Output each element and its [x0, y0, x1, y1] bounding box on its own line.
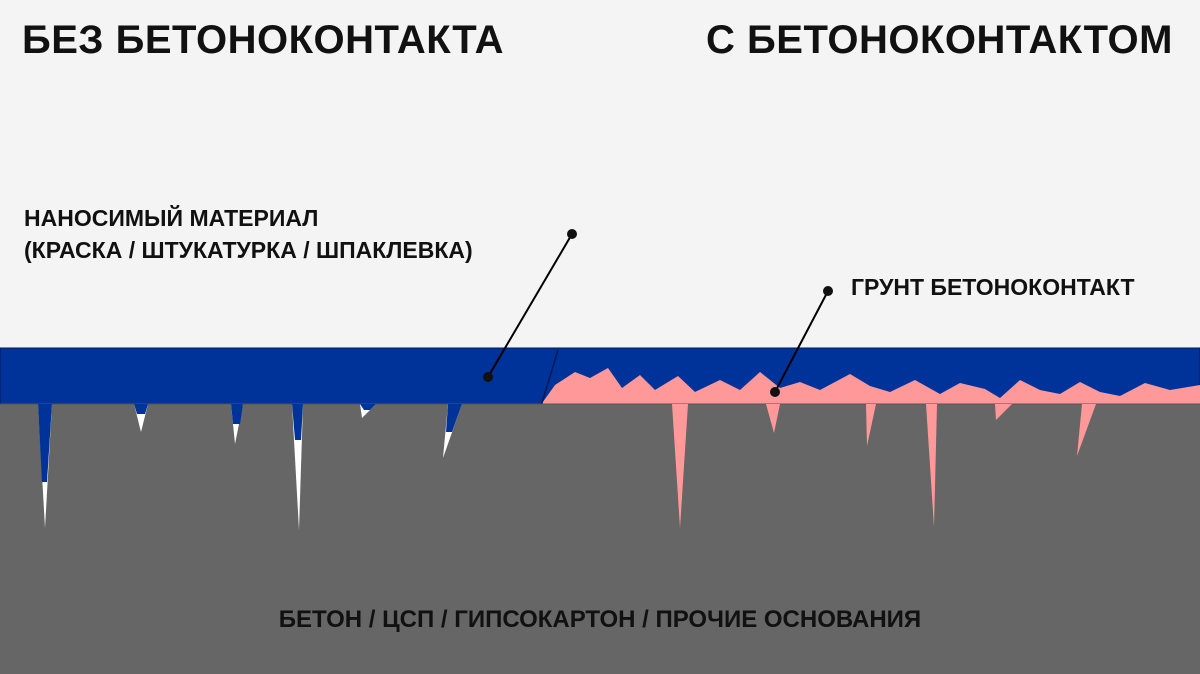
applied-material-label-line2: (КРАСКА / ШТУКАТУРКА / ШПАКЛЕВКА): [24, 237, 473, 263]
leader-dot-bottom: [770, 387, 780, 397]
primer-pore: [866, 404, 876, 446]
base-layer: [0, 404, 1200, 674]
zone-separator: [540, 349, 559, 407]
applied-material-label: НАНОСИМЫЙ МАТЕРИАЛ (КРАСКА / ШТУКАТУРКА …: [24, 202, 473, 266]
primer-pore: [766, 404, 780, 433]
pore-fill: [360, 404, 376, 410]
primer-leader: [770, 286, 833, 397]
heading-with-primer: С БЕТОНОКОНТАКТОМ: [706, 18, 1173, 62]
heading-without-primer: БЕЗ БЕТОНОКОНТАКТА: [22, 18, 505, 62]
leader-dot-top: [567, 229, 577, 239]
material-leader: [483, 229, 577, 382]
pore-fill: [231, 404, 243, 424]
primer-pore: [926, 404, 937, 527]
primer-filled-pores: [672, 404, 1096, 528]
leader-dot-top: [823, 286, 833, 296]
base-material-label: БЕТОН / ЦСП / ГИПСОКАРТОН / ПРОЧИЕ ОСНОВ…: [278, 606, 922, 633]
primer-label: ГРУНТ БЕТОНОКОНТАКТ: [851, 274, 1135, 300]
primer-layer: [540, 368, 1200, 406]
pore-fill: [38, 404, 52, 482]
primer-pore: [1077, 404, 1096, 456]
leader-line: [487, 233, 573, 378]
pore-fill: [134, 404, 148, 414]
primer-pore: [995, 404, 1012, 420]
pore-fill: [446, 404, 462, 432]
applied-material-label-line1: НАНОСИМЫЙ МАТЕРИАЛ: [24, 205, 319, 231]
leader-line: [774, 290, 829, 393]
pore-fill: [292, 404, 303, 440]
leader-dot-bottom: [483, 372, 493, 382]
primer-pore: [672, 404, 688, 528]
unfilled-pores: [38, 404, 462, 530]
